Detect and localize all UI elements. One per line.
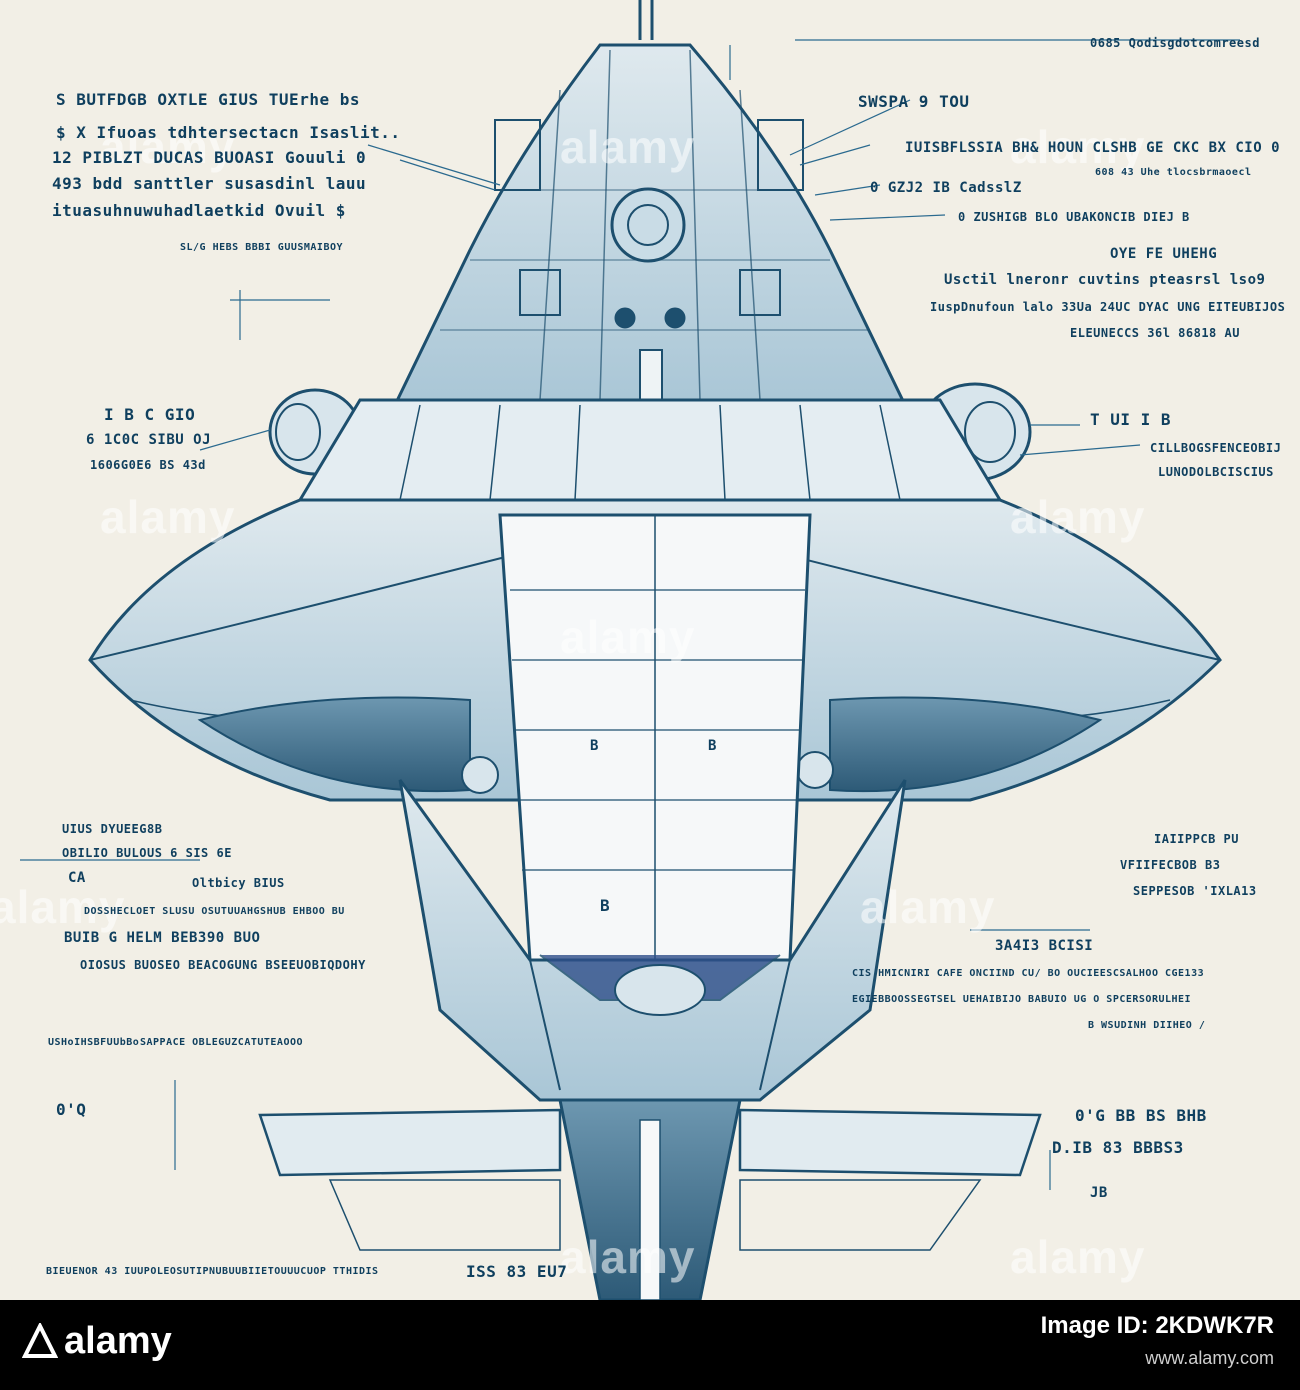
- annotation: BIEUENOR 43 IUUPOLEOSUTIPNUBUUBIIETOUUUC…: [46, 1266, 379, 1277]
- middle-band: [297, 398, 1003, 502]
- footer-url[interactable]: www.alamy.com: [1145, 1348, 1274, 1368]
- annotation: CIS HMICNIRI CAFE ONCIIND CU/ BO OUCIEES…: [852, 968, 1205, 979]
- annotation: IUISBFLSSIA BH& HOUN CLSHB GE CKC BX CIO…: [905, 140, 1281, 156]
- annotation: 6 1C0C SIBU OJ: [86, 432, 212, 448]
- bottom-fins: [258, 1098, 1042, 1300]
- watermark: alamy: [560, 121, 696, 173]
- watermark: alamy: [1010, 491, 1146, 543]
- annotation: ELEUNECCS 36l 86818 AU: [1070, 326, 1240, 340]
- annotation: SAPPACE OBLEGUZCATUTEAOOO: [140, 1037, 304, 1048]
- leader-lines: [20, 39, 1240, 1190]
- annotation: OBILIO BULOUS 6 SIS 6E: [62, 846, 232, 860]
- antenna: [638, 0, 654, 40]
- annotation: IuspDnufoun lalo 33Ua 24UC DYAC UNG EITE…: [930, 300, 1286, 314]
- annotation: SWSPA 9 TOU: [858, 92, 970, 111]
- annotation: 0 ZUSHIGB BLO UBAKONCIB DIEJ B: [958, 210, 1190, 224]
- annotation: 0'Q: [56, 1100, 87, 1119]
- annotation: BUIB G HELM BEB390 BUO: [64, 930, 261, 946]
- annotation: OIOSUS BUOSEO BEACOGUNG BSEEUOBIQDOHY: [80, 958, 366, 972]
- alamy-logo-icon: [22, 1323, 58, 1358]
- annotation: 0'G BB BS BHB: [1075, 1106, 1207, 1125]
- watermark: alamy: [0, 881, 126, 933]
- annotation: EGIEBBOOSSEGTSEL UEHAIBIJO BABUIO UG O S…: [852, 994, 1192, 1005]
- alamy-logo: alamy: [22, 1320, 172, 1363]
- annotation: D.IB 83 BBBS3: [1052, 1138, 1184, 1157]
- annotation: Oltbicy BIUS: [192, 876, 285, 890]
- annotation: 12 PIBLZT DUCAS BUOASI Gouuli 0: [52, 148, 367, 167]
- annotation: SL/G HEBS BBBI GUUSMAIBOY: [180, 242, 344, 253]
- logo-text: alamy: [64, 1320, 172, 1362]
- watermark: alamy: [1010, 1231, 1146, 1283]
- watermark: alamy: [1010, 121, 1146, 173]
- watermark: alamy: [560, 1231, 696, 1283]
- annotation: Usctil lneronr cuvtins pteasrsl lso9: [944, 272, 1266, 288]
- annotation: 0685 Qodisgdotcomreesd: [1090, 36, 1260, 50]
- annotation: I B C GIO: [104, 405, 196, 424]
- annotation: 1606G0E6 BS 43d: [90, 458, 206, 472]
- blueprint-sheet: alamy alamy alamy alamy alamy alamy alam…: [0, 0, 1300, 1300]
- watermark: alamy: [100, 121, 236, 173]
- spaceship-blueprint-drawing: [20, 0, 1240, 1300]
- annotation: JB: [1090, 1185, 1108, 1201]
- watermark: alamy: [560, 611, 696, 663]
- annotation: 0 GZJ2 IB CadsslZ: [870, 180, 1022, 196]
- central-column: [498, 513, 812, 962]
- annotation: B: [590, 738, 599, 754]
- annotation: CA: [68, 870, 86, 886]
- annotation: OYE FE UHEHG: [1110, 246, 1218, 262]
- annotation: LUNODOLBCISCIUS: [1158, 465, 1274, 479]
- annotation: B WSUDINH DIIHEO /: [1088, 1020, 1206, 1031]
- annotation: CILLBOGSFENCEOBIJ: [1150, 441, 1282, 455]
- annotation: B: [708, 738, 717, 754]
- upper-dome: [392, 43, 908, 407]
- annotation: $ X Ifuoas tdhtersectacn Isaslit..: [56, 123, 401, 142]
- annotation: 3A4I3 BCISI: [995, 938, 1094, 954]
- annotation: S BUTFDGB OXTLE GIUS TUErhe bs: [56, 90, 360, 109]
- lower-cone: [398, 779, 907, 1102]
- annotation: USHoIHSBFUUbBo: [48, 1037, 140, 1048]
- annotation: IAIIPPCB PU: [1154, 832, 1239, 846]
- stock-footer-bar: alamy Image ID: 2KDWK7R www.alamy.com: [0, 1300, 1300, 1390]
- annotation: ISS 83 EU7: [466, 1262, 568, 1281]
- annotation: SEPPESOB 'IXLA13: [1133, 884, 1257, 898]
- annotation: T UI I B: [1090, 410, 1172, 429]
- annotation: ituasuhnuwuhadlaetkid Ovuil $: [52, 201, 346, 220]
- annotation: VFIIFECBOB B3: [1120, 858, 1221, 872]
- annotation: B: [600, 896, 611, 915]
- watermark: alamy: [100, 491, 236, 543]
- annotation: 493 bdd santtler susasdinl lauu: [52, 174, 367, 193]
- annotation: UIUS DYUEEG8B: [62, 822, 163, 836]
- image-id: Image ID: 2KDWK7R: [1040, 1312, 1274, 1339]
- annotation: 608 43 Uhe tlocsbrmaoecl: [1095, 167, 1252, 178]
- annotation: DOSSHECLOET SLUSU OSUTUUAHGSHUB EHBOO BU: [84, 906, 345, 917]
- watermark: alamy: [860, 881, 996, 933]
